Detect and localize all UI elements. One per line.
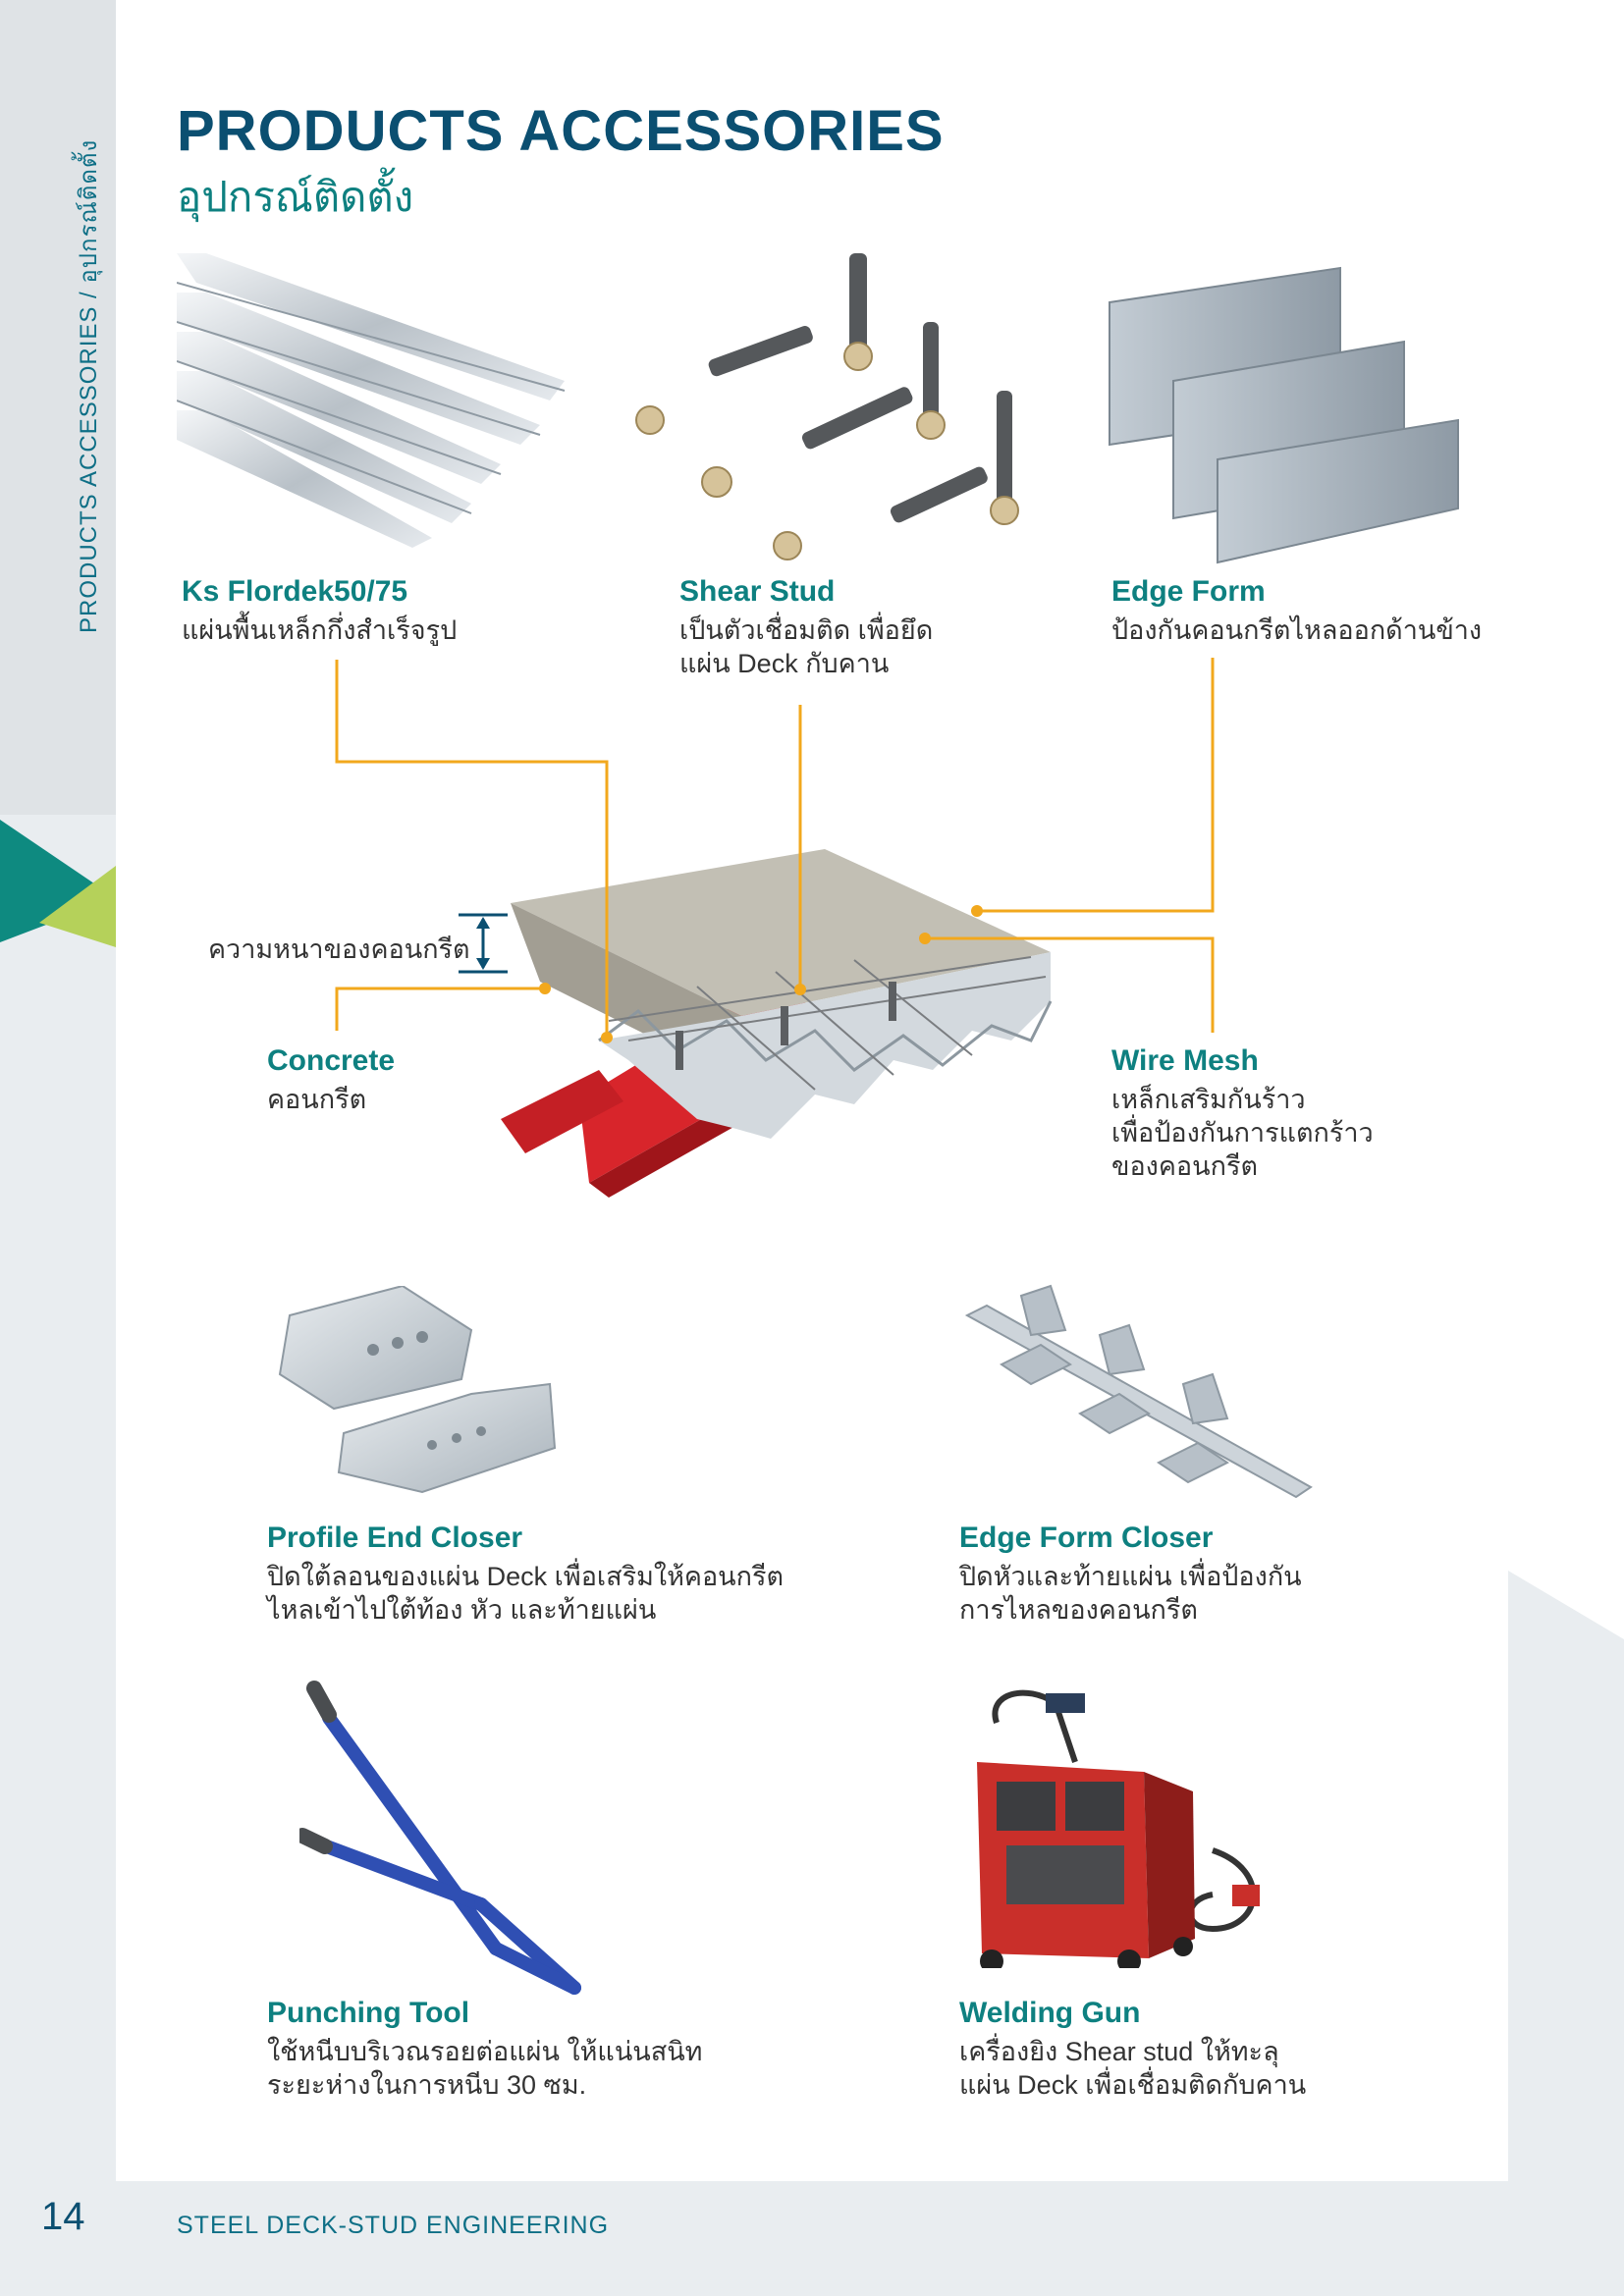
flordek-desc: แผ่นพื้นเหล็กกึ่งสำเร็จรูป (182, 614, 457, 647)
page-subtitle: อุปกรณ์ติดตั้ง (177, 174, 414, 220)
wire-mesh-desc-line: เพื่อป้องกันการแตกร้าว (1111, 1118, 1374, 1148)
shear-stud-desc: เป็นตัวเชื่อมติด เพื่อยึด แผ่น Deck กับค… (679, 614, 933, 680)
footer-text: STEEL DECK-STUD ENGINEERING (177, 2212, 610, 2239)
flordek-deck-image (177, 253, 566, 548)
concrete-desc-line: คอนกรีต (267, 1085, 367, 1114)
edge-form-name: Edge Form (1111, 575, 1266, 608)
concrete-thickness-label: ความหนาของคอนกรีต (208, 934, 470, 964)
welding-gun-desc-line: เครื่องยิง Shear stud ให้ทะลุ (959, 2037, 1279, 2066)
punching-tool-desc-line: ระยะห่างในการหนีบ 30 ซม. (267, 2070, 587, 2100)
sidebar-upper-band (0, 0, 116, 815)
wire-mesh-desc: เหล็กเสริมกันร้าว เพื่อป้องกันการแตกร้าว… (1111, 1083, 1374, 1183)
edge-form-desc-line: ป้องกันคอนกรีตไหลออกด้านข้าง (1111, 615, 1483, 645)
welding-gun-name: Welding Gun (959, 1997, 1141, 2029)
page-number: 14 (41, 2195, 85, 2238)
right-decoration (1508, 1571, 1624, 2296)
profile-end-closer-name: Profile End Closer (267, 1522, 523, 1554)
edge-form-image (1109, 266, 1459, 564)
shear-stud-desc-line: เป็นตัวเชื่อมติด เพื่อยึด (679, 615, 934, 645)
punching-tool-desc: ใช้หนีบบริเวณรอยต่อแผ่น ให้แน่นสนิท ระยะ… (267, 2035, 702, 2102)
punching-tool-name: Punching Tool (267, 1997, 470, 2029)
welding-gun-image (977, 1689, 1260, 1968)
shear-stud-image (635, 253, 1019, 561)
profile-end-closer-desc-line: ปิดใต้ลอนของแผ่น Deck เพื่อเสริมให้คอนกร… (267, 1562, 785, 1591)
composite-slab-diagram (501, 849, 1053, 1198)
profile-end-closer-image (278, 1286, 557, 1494)
flordek-desc-line: แผ่นพื้นเหล็กกึ่งสำเร็จรูป (182, 615, 458, 645)
wire-mesh-name: Wire Mesh (1111, 1044, 1259, 1077)
sidebar (0, 0, 116, 2296)
footer-band (116, 2181, 1624, 2296)
shear-stud-desc-line: แผ่น Deck กับคาน (679, 649, 890, 678)
thickness-dimension-icon (459, 913, 508, 974)
punching-tool-desc-line: ใช้หนีบบริเวณรอยต่อแผ่น ให้แน่นสนิท (267, 2037, 703, 2066)
concrete-desc: คอนกรีต (267, 1083, 366, 1116)
shear-stud-name: Shear Stud (679, 575, 836, 608)
wire-mesh-desc-line: ของคอนกรีต (1111, 1151, 1258, 1181)
concrete-name: Concrete (267, 1044, 396, 1077)
edge-form-closer-name: Edge Form Closer (959, 1522, 1214, 1554)
edge-form-closer-desc-line: ปิดหัวและท้ายแผ่น เพื่อป้องกัน (959, 1562, 1302, 1591)
page-title: PRODUCTS ACCESSORIES (177, 99, 945, 163)
welding-gun-desc-line: แผ่น Deck เพื่อเชื่อมติดกับคาน (959, 2070, 1307, 2100)
edge-form-closer-desc-line: การไหลของคอนกรีต (959, 1595, 1198, 1625)
punching-tool-image (299, 1681, 581, 1995)
edge-form-desc: ป้องกันคอนกรีตไหลออกด้านข้าง (1111, 614, 1482, 647)
profile-end-closer-desc: ปิดใต้ลอนของแผ่น Deck เพื่อเสริมให้คอนกร… (267, 1560, 784, 1627)
welding-gun-desc: เครื่องยิง Shear stud ให้ทะลุ แผ่น Deck … (959, 2035, 1306, 2102)
profile-end-closer-desc-line: ไหลเข้าไปใต้ท้อง หัว และท้ายแผ่น (267, 1595, 657, 1625)
edge-form-closer-desc: ปิดหัวและท้ายแผ่น เพื่อป้องกัน การไหลของ… (959, 1560, 1302, 1627)
wire-mesh-desc-line: เหล็กเสริมกันร้าว (1111, 1085, 1306, 1114)
edge-form-closer-image (964, 1284, 1313, 1499)
sidebar-triangle-icon (0, 820, 116, 947)
flordek-name: Ks Flordek50/75 (182, 575, 408, 608)
